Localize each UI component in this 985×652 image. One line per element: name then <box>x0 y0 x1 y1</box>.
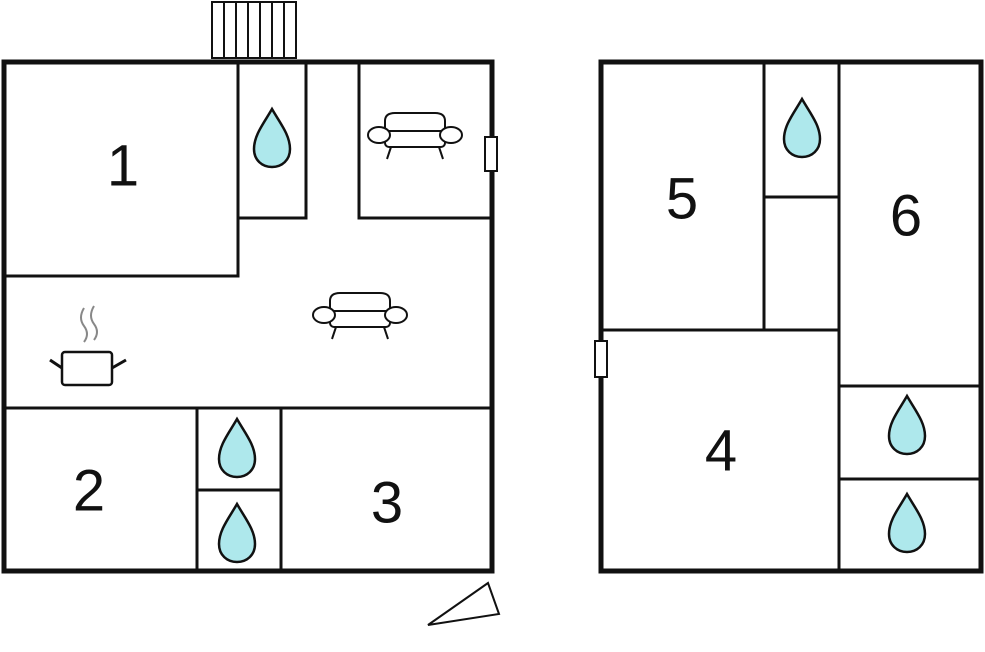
water-drop-icon <box>217 417 257 479</box>
water-drop-icon <box>887 492 927 554</box>
stairs-icon <box>211 1 297 59</box>
sofa-icon <box>367 112 463 160</box>
right-building <box>598 59 984 574</box>
water-drop-icon <box>887 394 927 456</box>
room-6-label: 6 <box>890 184 922 249</box>
room-4-label: 4 <box>705 419 737 484</box>
room-1-label: 1 <box>107 134 139 199</box>
cooking-pot-icon <box>49 305 127 387</box>
left-building <box>1 59 495 574</box>
compass-arrow-icon <box>427 581 501 626</box>
sofa-icon <box>312 292 408 340</box>
door-icon <box>594 340 608 378</box>
water-drop-icon <box>252 107 292 169</box>
water-drop-icon <box>782 97 822 159</box>
room-3-label: 3 <box>371 471 403 536</box>
room-5-label: 5 <box>666 167 698 232</box>
water-drop-icon <box>217 502 257 564</box>
room-2-label: 2 <box>73 459 105 524</box>
door-icon <box>484 136 498 172</box>
